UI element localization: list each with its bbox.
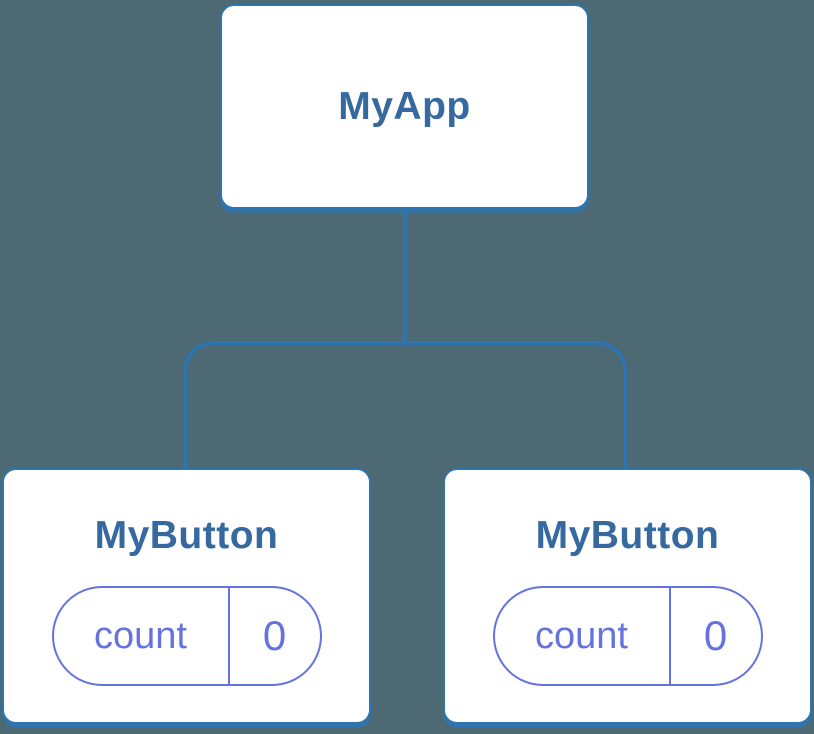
state-pill-left: count 0 xyxy=(51,586,322,686)
state-key-cell: count xyxy=(54,588,228,684)
state-value-cell: 0 xyxy=(230,588,320,684)
tree-node-mybutton-left: MyButton count 0 xyxy=(2,468,371,724)
tree-node-mybutton-right: MyButton count 0 xyxy=(443,468,812,724)
state-value-label: 0 xyxy=(262,612,287,659)
connector-root-stub xyxy=(403,209,407,345)
state-key-label: count xyxy=(94,614,187,657)
pill-divider xyxy=(227,588,230,684)
state-key-label: count xyxy=(535,614,628,657)
node-label-mybutton-right: MyButton xyxy=(535,514,720,557)
state-value-cell: 0 xyxy=(671,588,761,684)
state-pill-right: count 0 xyxy=(492,586,763,686)
node-label-mybutton-left: MyButton xyxy=(94,514,279,557)
tree-node-myapp: MyApp xyxy=(220,4,589,209)
state-key-cell: count xyxy=(495,588,669,684)
state-value-label: 0 xyxy=(703,612,728,659)
node-label-myapp: MyApp xyxy=(338,84,471,128)
connector-bracket xyxy=(183,341,627,470)
pill-divider xyxy=(668,588,671,684)
